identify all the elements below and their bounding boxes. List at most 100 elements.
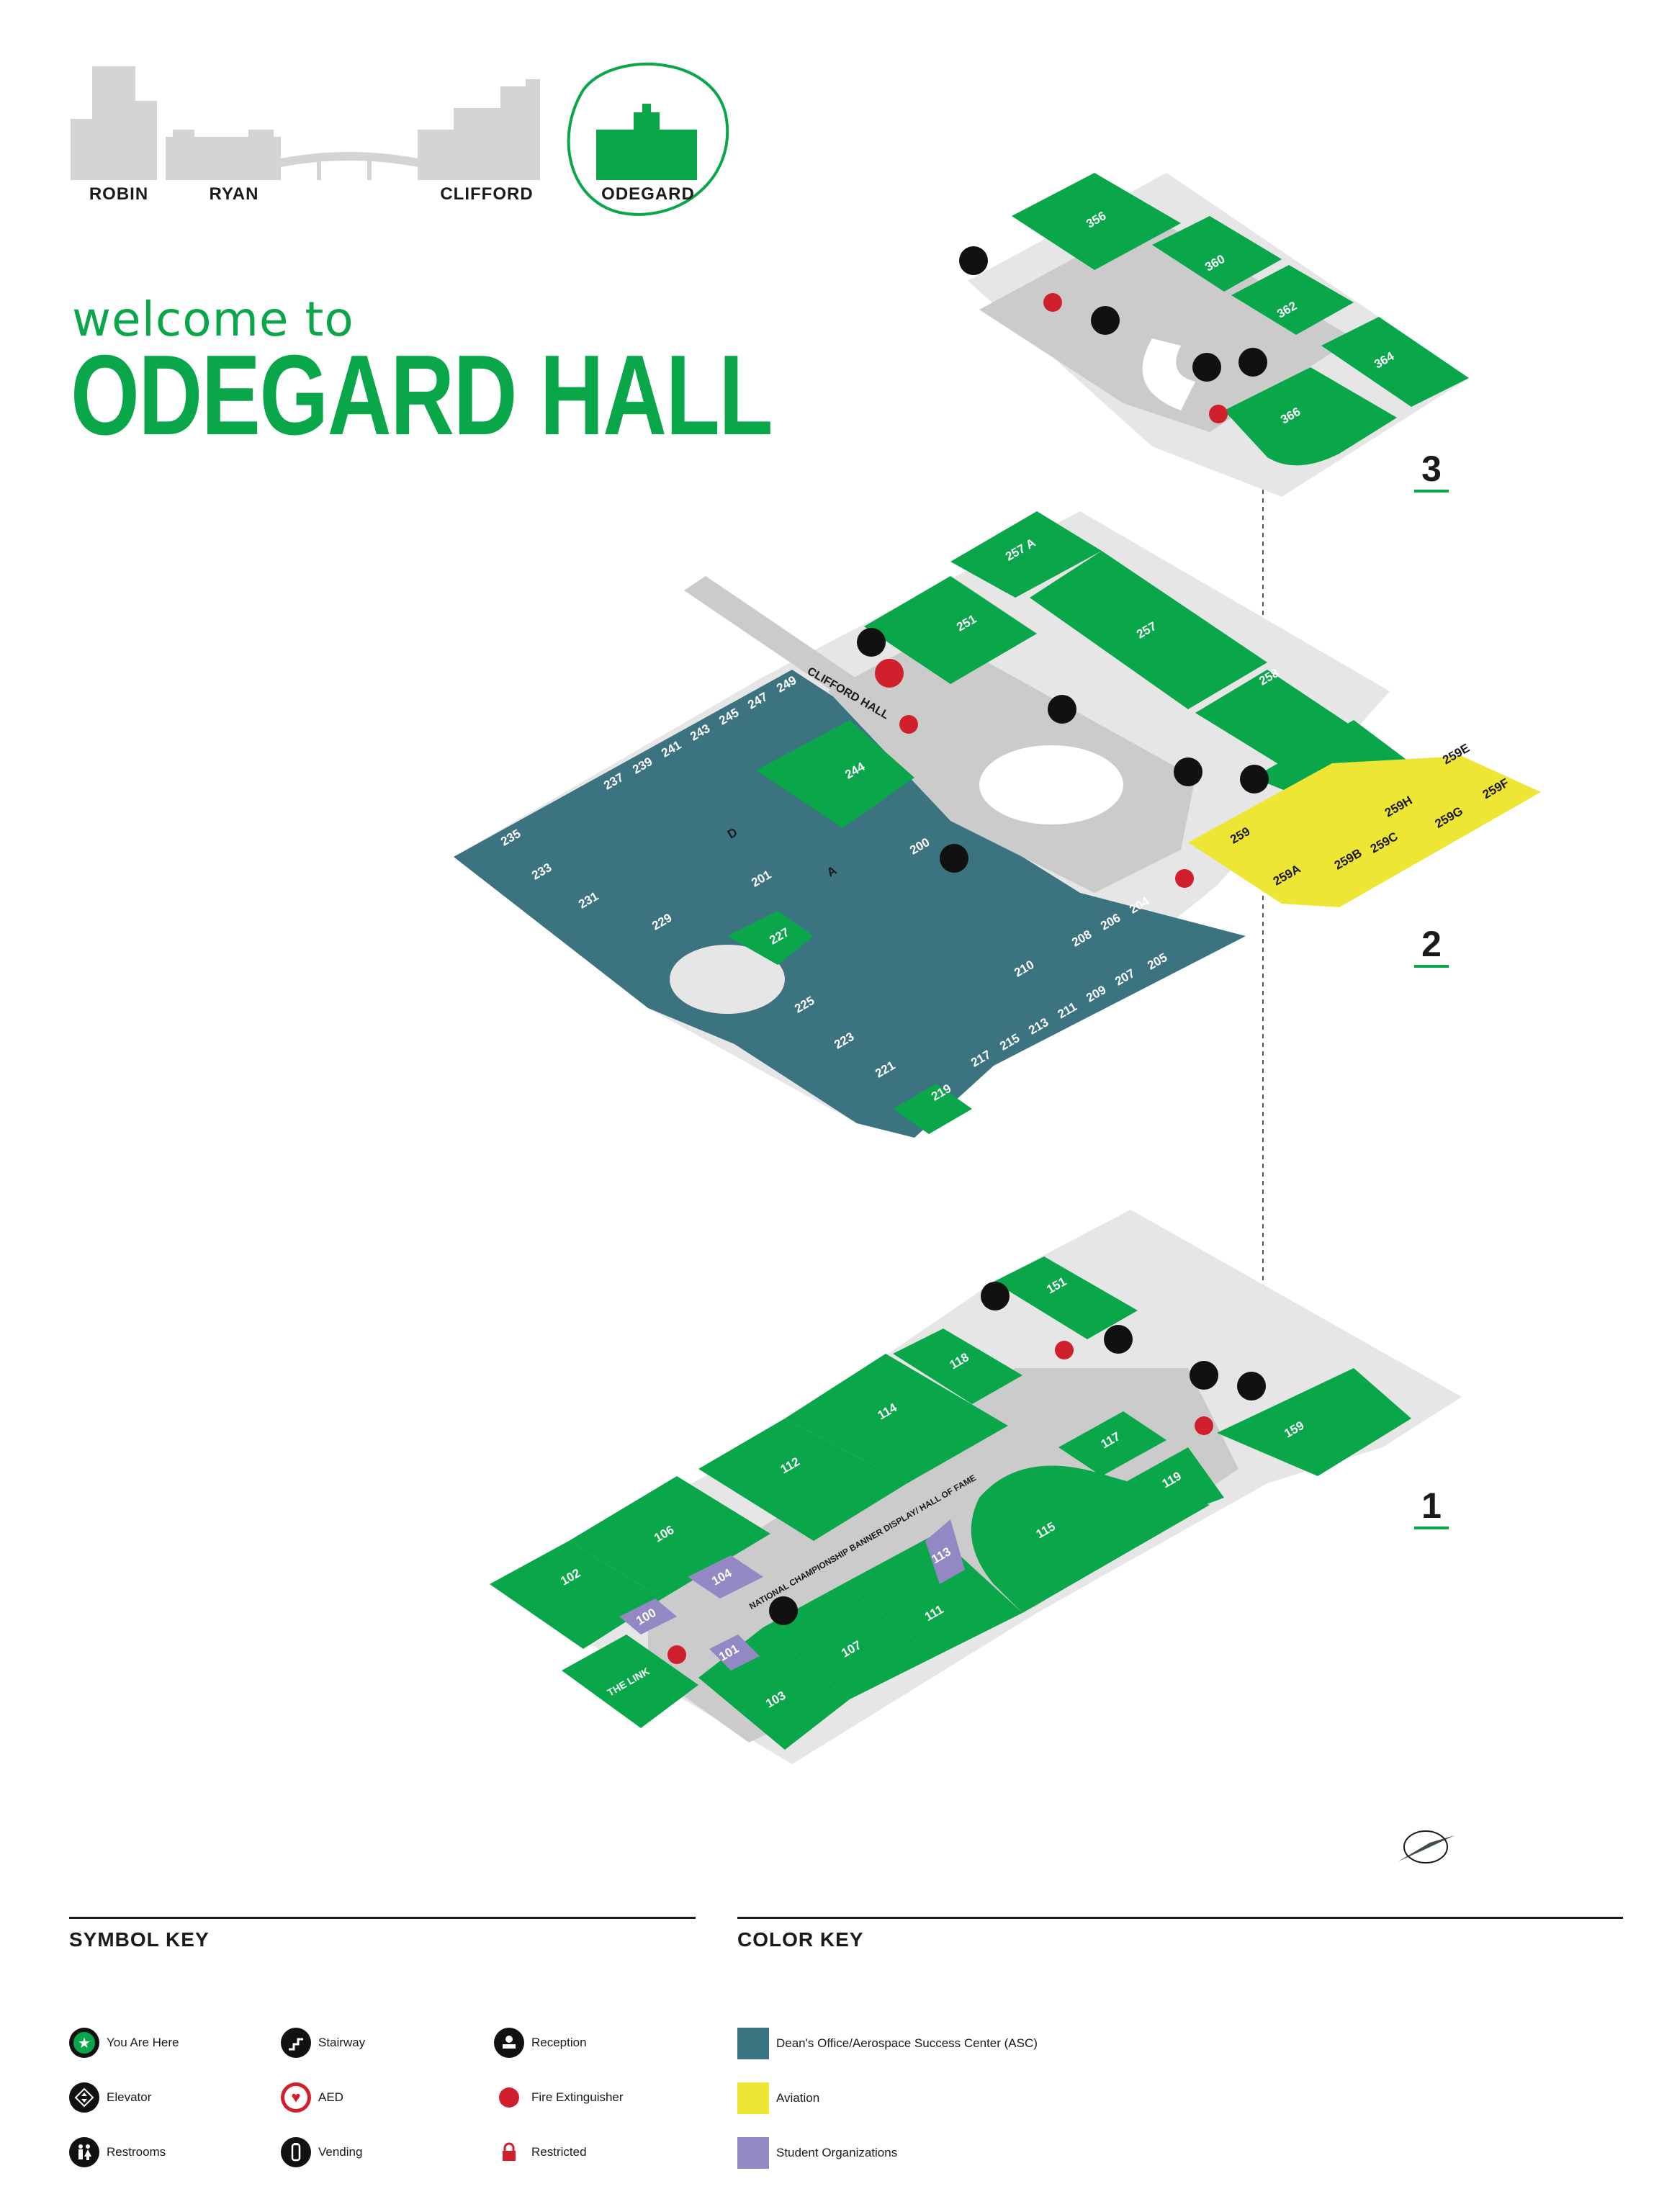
room-115: [971, 1465, 1210, 1613]
floor-number-3: 3: [1421, 449, 1442, 489]
skyline-label-ryan: RYAN: [209, 184, 259, 204]
room-107: [763, 1584, 936, 1699]
key-stairway: Stairway: [281, 2028, 365, 2058]
room-366: [1224, 367, 1397, 466]
aed-icon: [875, 659, 904, 688]
room-104: [688, 1555, 763, 1599]
room-227: [727, 911, 814, 965]
key-vending: Vending: [281, 2137, 362, 2167]
room-360: [1152, 216, 1282, 292]
stairway-icon: [1174, 757, 1202, 786]
room-the-link: [562, 1635, 698, 1728]
key-color-aviation: Aviation: [737, 2082, 819, 2114]
deans-office-wing: [454, 670, 1246, 1138]
restrooms-icon: [1048, 695, 1076, 724]
floor-underline-3: [1414, 490, 1449, 493]
room-106: [569, 1476, 770, 1599]
key-label: You Are Here: [107, 2036, 179, 2049]
stairway-icon: [959, 246, 988, 275]
key-fire-extinguisher: Fire Extinguisher: [494, 2082, 624, 2113]
room-101: [709, 1635, 760, 1671]
stairway-icon: [857, 628, 886, 657]
floor-3-plan: [968, 173, 1469, 497]
floor-underline-2: [1414, 965, 1449, 968]
aed-icon: ♥: [281, 2082, 311, 2113]
key-label: Reception: [531, 2036, 587, 2049]
floor-number-1: 1: [1421, 1485, 1442, 1526]
room-151: [994, 1256, 1138, 1339]
key-label: Fire Extinguisher: [531, 2090, 624, 2104]
key-reception: Reception: [494, 2028, 587, 2058]
robin-building-silhouette: [71, 66, 157, 180]
fire-extinguisher-icon: [1055, 1341, 1074, 1359]
color-swatch: [737, 2028, 769, 2059]
reception-icon: [494, 2028, 524, 2058]
color-key-title: COLOR KEY: [737, 1928, 864, 1951]
campus-skyline: [65, 62, 729, 216]
key-label: Student Organizations: [776, 2146, 898, 2159]
room-251: [864, 576, 1037, 684]
elevator-icon: [1238, 348, 1267, 377]
clifford-building-silhouette: [418, 79, 540, 180]
room-114: [785, 1354, 1008, 1483]
odegard-highlight-circle: [567, 62, 729, 216]
key-restricted: Restricted: [494, 2137, 587, 2167]
stairway-icon: [1190, 1361, 1218, 1390]
stairway-icon: [981, 1282, 1010, 1310]
skyway-bridge: [281, 152, 418, 167]
room-159: [1217, 1368, 1411, 1476]
restrooms-icon: [69, 2137, 99, 2167]
room-257a: [950, 511, 1102, 598]
key-label: Elevator: [107, 2090, 152, 2104]
fire-extinguisher-icon: [1175, 869, 1194, 888]
fire-extinguisher-icon: [899, 715, 918, 734]
key-elevator: Elevator: [69, 2082, 151, 2113]
restrooms-icon: [1104, 1325, 1133, 1354]
odegard-building-silhouette: [596, 104, 697, 180]
skyline-label-odegard: ODEGARD: [601, 184, 695, 204]
restrooms-icon: [1091, 306, 1120, 335]
room-100: [619, 1599, 677, 1635]
you-are-here-icon: ★: [69, 2028, 99, 2058]
room-219: [893, 1084, 972, 1134]
ryan-building-silhouette: [166, 130, 281, 180]
floor-number-2: 2: [1421, 924, 1442, 964]
fire-extinguisher-icon: [1043, 293, 1062, 312]
vending-icon: [281, 2137, 311, 2167]
key-label: AED: [318, 2090, 343, 2104]
key-restrooms: Restrooms: [69, 2137, 166, 2167]
room-362: [1231, 265, 1354, 335]
room-113: [925, 1519, 965, 1584]
skyline-label-robin: ROBIN: [89, 184, 149, 204]
room-118: [893, 1328, 1022, 1404]
clifford-hall-corridor: [684, 576, 907, 727]
stairway-icon: [281, 2028, 311, 2058]
room-257: [1030, 551, 1267, 709]
key-you-are-here: ★ You Are Here: [69, 2028, 179, 2058]
floor-2-plan: [454, 511, 1541, 1138]
aviation-wing: [1188, 756, 1541, 907]
key-label: Dean's Office/Aerospace Success Center (…: [776, 2036, 1038, 2050]
map-symbols: [667, 246, 1269, 1664]
page-title: ODEGARD HALL: [71, 332, 773, 459]
key-label: Vending: [318, 2145, 363, 2159]
room-117: [1058, 1411, 1166, 1476]
compass-icon: [1398, 1830, 1455, 1863]
vending-icon: [769, 1596, 798, 1625]
color-key-rule: [737, 1917, 1623, 1919]
fire-extinguisher-icon: [1209, 405, 1228, 423]
key-label: Restricted: [531, 2145, 587, 2159]
key-aed: ♥ AED: [281, 2082, 343, 2113]
key-color-student-orgs: Student Organizations: [737, 2137, 897, 2169]
reception-icon: [940, 844, 968, 873]
elevator-icon: [1237, 1372, 1266, 1401]
fire-extinguisher-icon: [667, 1645, 686, 1664]
room-112: [698, 1419, 907, 1541]
rotunda-opening-2: [979, 745, 1123, 824]
symbol-key-title: SYMBOL KEY: [69, 1928, 210, 1951]
key-label: Stairway: [318, 2036, 366, 2049]
stairway-icon: [1192, 353, 1221, 382]
room-356: [1012, 173, 1181, 270]
floor-1-plan: [490, 1210, 1462, 1764]
key-color-deans-office: Dean's Office/Aerospace Success Center (…: [737, 2028, 1038, 2059]
